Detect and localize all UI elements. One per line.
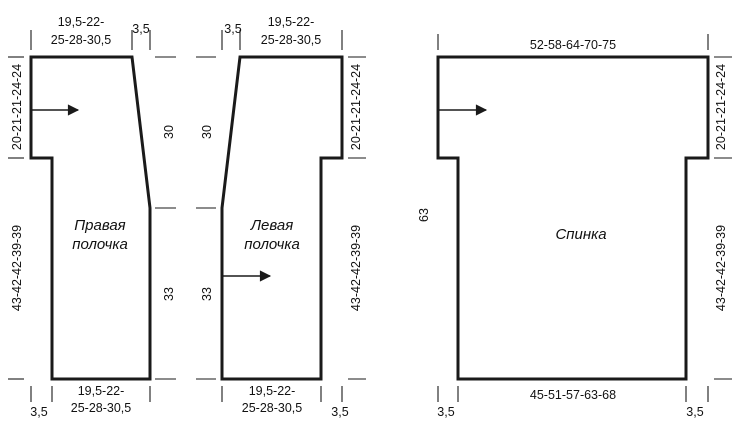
back-armhole-height: 20-21-21-24-24 <box>714 64 728 150</box>
back-piece: 52-58-64-70-75 63 20-21-21-24-24 43-42-4… <box>417 34 732 419</box>
back-top-width: 52-58-64-70-75 <box>530 38 616 52</box>
back-bottom-offset-left: 3,5 <box>437 405 454 419</box>
right-front-armhole-height: 20-21-21-24-24 <box>10 64 24 150</box>
right-front-piece: 19,5-22- 25-28-30,5 3,5 20-21-21-24-24 4… <box>8 15 176 419</box>
left-front-bottom-width-1: 19,5-22- <box>249 384 296 398</box>
right-front-top-width-1: 19,5-22- <box>58 15 105 29</box>
left-front-bottom-offset: 3,5 <box>331 405 348 419</box>
right-front-bottom-offset: 3,5 <box>30 405 47 419</box>
left-front-top-offset: 3,5 <box>224 22 241 36</box>
right-front-neck-depth: 30 <box>162 125 176 139</box>
right-front-top-offset: 3,5 <box>132 22 149 36</box>
right-front-top-width-2: 25-28-30,5 <box>51 33 112 47</box>
left-front-armhole-height: 20-21-21-24-24 <box>349 64 363 150</box>
right-front-bottom-width-2: 25-28-30,5 <box>71 401 132 415</box>
right-front-bottom-width-1: 19,5-22- <box>78 384 125 398</box>
left-front-name-1: Левая <box>250 217 293 234</box>
right-front-outline <box>29 55 152 381</box>
left-front-top-width-1: 19,5-22- <box>268 15 315 29</box>
left-front-bottom-width-2: 25-28-30,5 <box>242 401 303 415</box>
right-front-name-2: полочка <box>72 236 128 253</box>
back-side-height: 43-42-42-39-39 <box>714 225 728 311</box>
right-front-lower-height: 33 <box>162 287 176 301</box>
left-front-name-2: полочка <box>244 236 300 253</box>
left-front-side-height: 43-42-42-39-39 <box>349 225 363 311</box>
left-front-lower-height: 33 <box>200 287 214 301</box>
right-front-name-1: Правая <box>74 217 125 234</box>
back-outline <box>436 55 710 381</box>
back-total-height: 63 <box>417 208 431 222</box>
left-front-outline <box>220 55 344 381</box>
back-name: Спинка <box>555 226 606 243</box>
left-front-neck-depth: 30 <box>200 125 214 139</box>
back-bottom-offset-right: 3,5 <box>686 405 703 419</box>
left-front-top-width-2: 25-28-30,5 <box>261 33 322 47</box>
back-bottom-width: 45-51-57-63-68 <box>530 388 616 402</box>
left-front-piece: 3,5 19,5-22- 25-28-30,5 30 33 20-21-21-2… <box>196 15 366 419</box>
right-front-side-height: 43-42-42-39-39 <box>10 225 24 311</box>
